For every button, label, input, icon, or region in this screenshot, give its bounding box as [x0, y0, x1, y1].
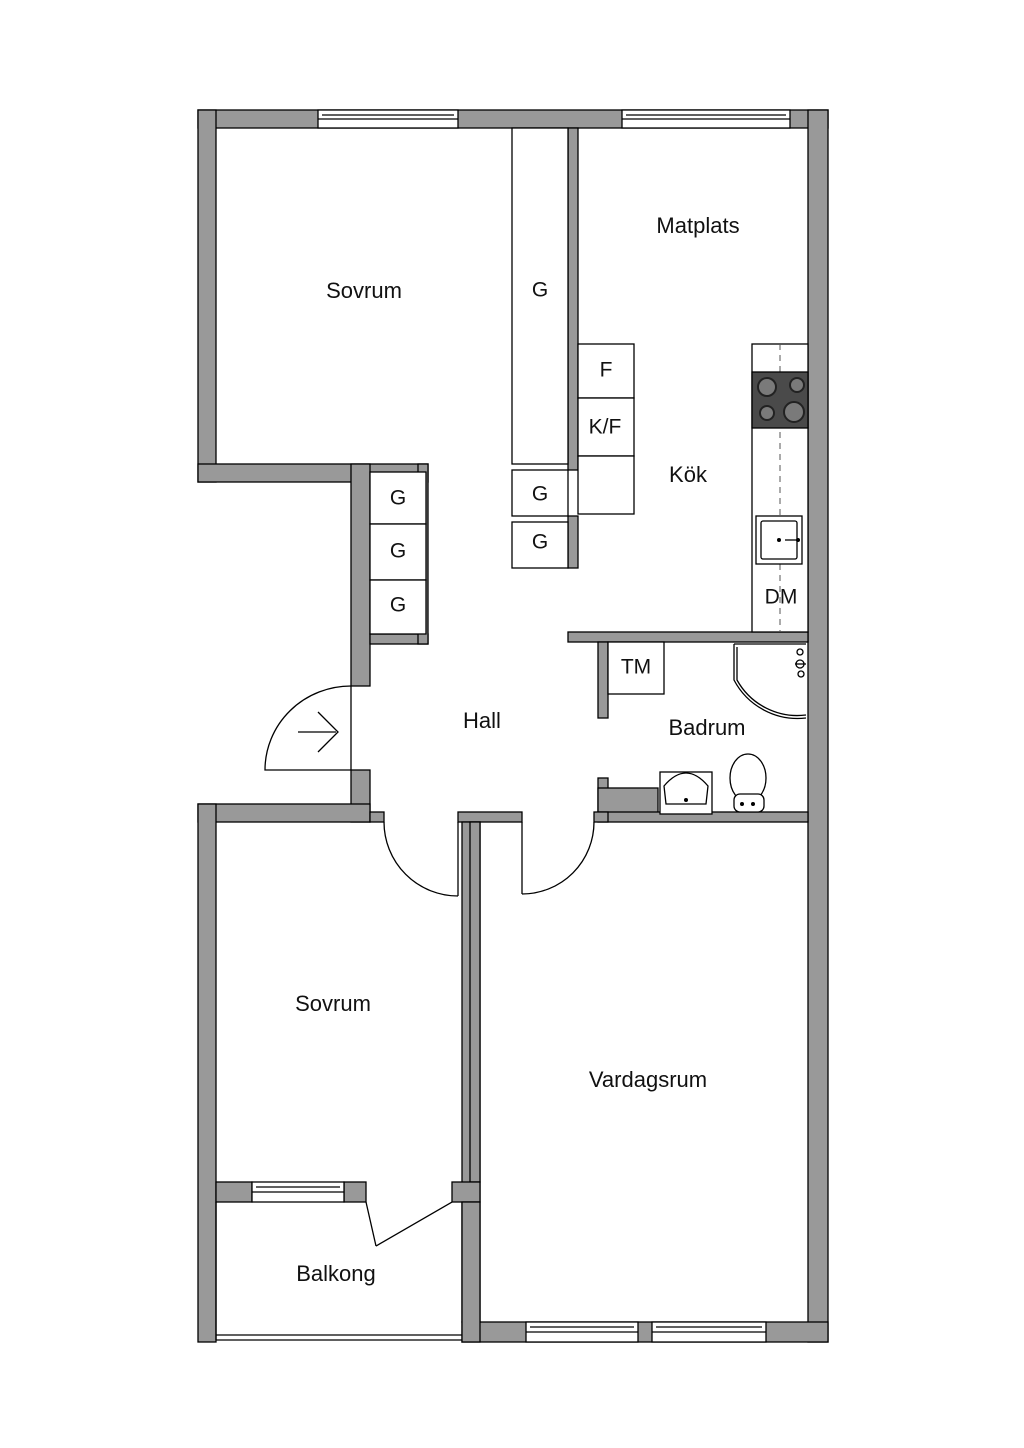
- room-label-sovrum-top: Sovrum: [326, 278, 402, 303]
- balcony-railing: [215, 1202, 462, 1341]
- window-lower-bedroom: [251, 1181, 345, 1203]
- sink-icon: [755, 515, 803, 565]
- label-frys: F: [600, 359, 613, 382]
- label-tvattmaskin: TM: [621, 656, 651, 679]
- balcony-door: [365, 1201, 453, 1247]
- room-label-balkong: Balkong: [296, 1261, 376, 1286]
- label-kyl-frys: K/F: [589, 416, 622, 439]
- cabinets: [369, 127, 665, 695]
- label-garderob: G: [390, 594, 406, 617]
- label-diskmaskin: DM: [765, 586, 798, 609]
- label-garderob: G: [390, 487, 406, 510]
- label-garderob: G: [390, 540, 406, 563]
- entrance-door: [264, 685, 352, 771]
- bedroom-door: [383, 821, 459, 897]
- window-living-right: [651, 1321, 767, 1343]
- bathroom-fixtures: [659, 643, 807, 815]
- doors: [264, 685, 595, 1247]
- room-label-kok: Kök: [669, 462, 708, 487]
- window-top-bedroom: [317, 109, 459, 129]
- fixture-labels: G G G G G G F K/F DM TM: [390, 279, 798, 679]
- room-labels: Sovrum Matplats Kök Hall Badrum Sovrum V…: [295, 213, 745, 1286]
- window-living-left: [525, 1321, 639, 1343]
- stove-icon: [751, 371, 809, 429]
- room-label-vardagsrum: Vardagsrum: [589, 1067, 707, 1092]
- label-garderob: G: [532, 531, 548, 554]
- toilet-icon: [729, 753, 767, 813]
- window-dining: [621, 109, 791, 129]
- washbasin-icon: [659, 771, 713, 815]
- room-label-hall: Hall: [463, 708, 501, 733]
- label-garderob: G: [532, 483, 548, 506]
- shower-icon: [733, 643, 807, 720]
- windows: [251, 109, 791, 1343]
- label-garderob: G: [532, 279, 548, 302]
- room-label-sovrum-bottom: Sovrum: [295, 991, 371, 1016]
- room-label-matplats: Matplats: [656, 213, 739, 238]
- room-label-badrum: Badrum: [668, 715, 745, 740]
- entrance-arrow-icon: [298, 711, 339, 753]
- kitchen-counter: [751, 343, 809, 633]
- living-room-door: [521, 821, 595, 895]
